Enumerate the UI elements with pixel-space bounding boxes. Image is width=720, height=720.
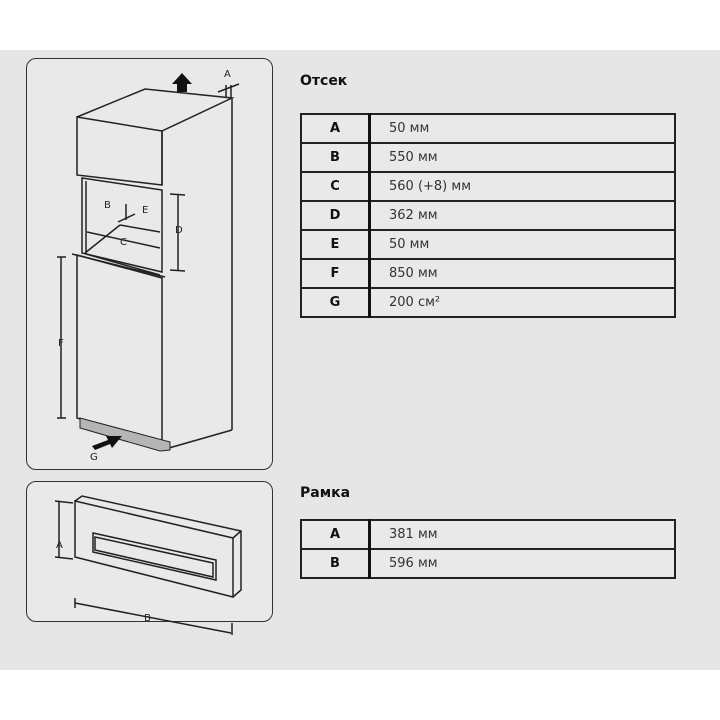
- dimension-value: 550 мм: [368, 142, 676, 173]
- frame-label-a: A: [56, 540, 63, 551]
- dimension-key: A: [300, 519, 371, 550]
- dimension-key: E: [300, 229, 371, 260]
- frame-label-b: B: [144, 613, 151, 624]
- dimension-key: A: [300, 113, 371, 144]
- dimension-key: B: [300, 548, 371, 579]
- air-inlet-arrow-icon: [92, 436, 122, 450]
- frame-drawing: [54, 495, 242, 635]
- air-outlet-arrow-icon: [172, 73, 192, 92]
- dimension-value: 362 мм: [368, 200, 676, 231]
- label-d: D: [175, 225, 183, 236]
- dimension-value: 850 мм: [368, 258, 676, 289]
- dimension-key: C: [300, 171, 371, 202]
- frame-title: Рамка: [300, 485, 351, 501]
- dimension-value: 50 мм: [368, 229, 676, 260]
- label-a: A: [224, 69, 231, 80]
- dimension-key: F: [300, 258, 371, 289]
- compartment-title: Отсек: [300, 73, 348, 89]
- dimension-key: G: [300, 287, 371, 318]
- dimension-value: 381 мм: [368, 519, 676, 550]
- label-g: G: [90, 452, 98, 463]
- dimension-value: 200 см²: [368, 287, 676, 318]
- label-b: B: [104, 200, 111, 211]
- label-f: F: [58, 338, 64, 349]
- dimension-value: 50 мм: [368, 113, 676, 144]
- dimension-key: B: [300, 142, 371, 173]
- label-e: E: [142, 205, 148, 216]
- label-c: C: [120, 237, 127, 248]
- dimension-value: 560 (+8) мм: [368, 171, 676, 202]
- dimension-key: D: [300, 200, 371, 231]
- cabinet-drawing: [57, 83, 240, 452]
- dimension-value: 596 мм: [368, 548, 676, 579]
